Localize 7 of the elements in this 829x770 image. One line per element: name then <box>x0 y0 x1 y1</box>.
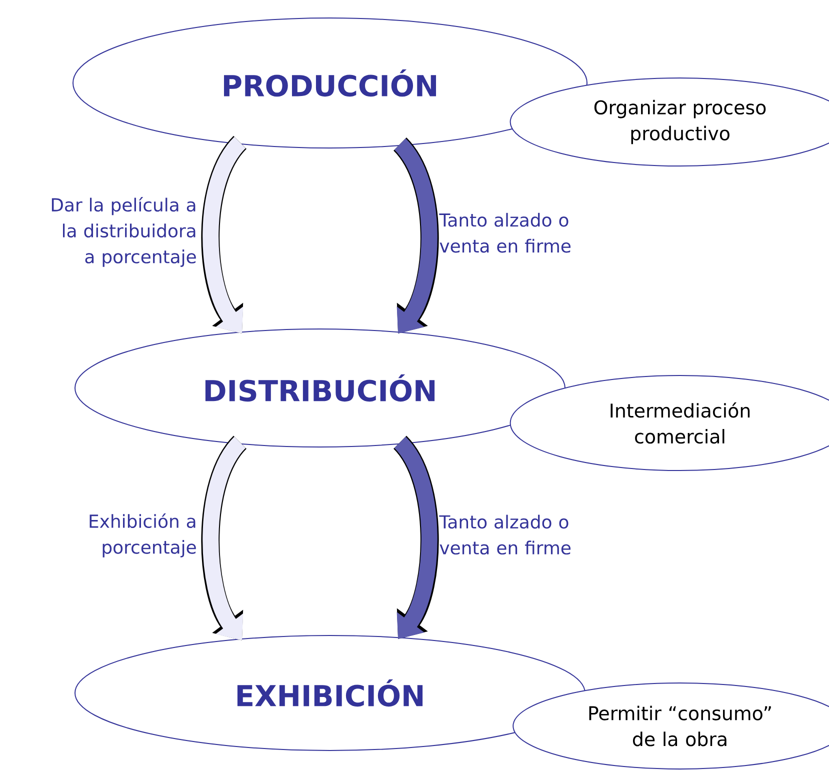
edge-label: Exhibición a porcentaje <box>90 513 196 558</box>
node-label: Intermediación comercial <box>610 402 750 444</box>
node-label: Permitir “consumo” de la obra <box>589 706 771 746</box>
edge-label: Tanto alzado o venta en firme <box>439 514 570 555</box>
node-label: Organizar proceso productivo <box>594 100 766 144</box>
edge-label: Dar la película a la distribuidora a porcentaje <box>52 197 196 267</box>
edge-label: Tanto alzado o venta en firme <box>439 212 570 253</box>
